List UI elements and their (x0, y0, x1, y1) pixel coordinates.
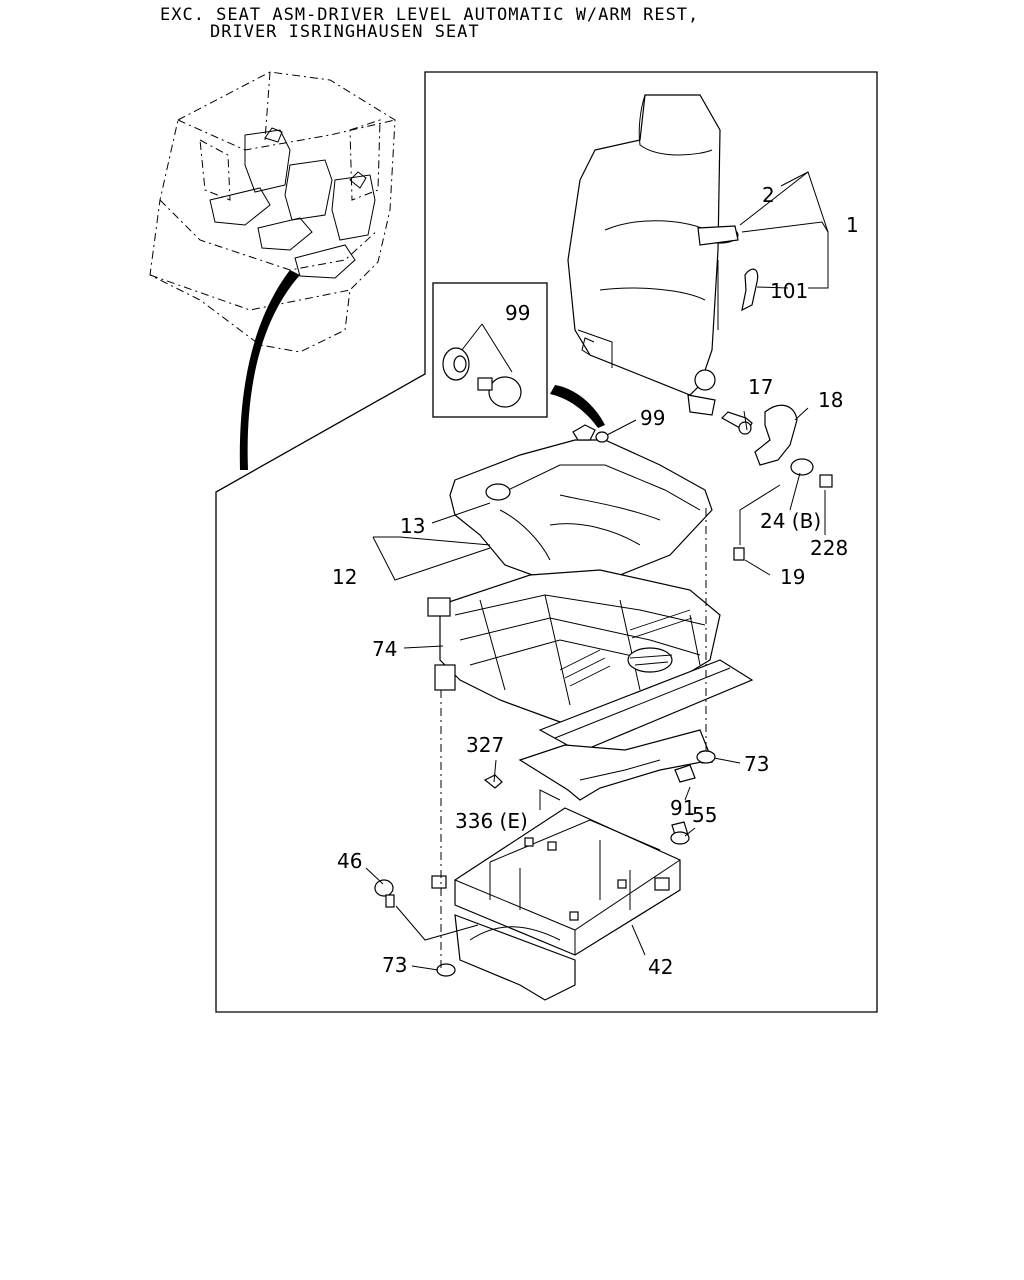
callout-101: 101 (770, 279, 808, 303)
callout-74: 74 (372, 637, 397, 661)
callout-99-inset: 99 (505, 301, 530, 325)
callout-24b: 24 (B) (760, 509, 821, 533)
diagram-frame (215, 71, 878, 1013)
callout-228: 228 (810, 536, 848, 560)
fasteners (374, 547, 745, 977)
callout-18: 18 (818, 388, 843, 412)
callout-19: 19 (780, 565, 805, 589)
callout-17: 17 (748, 375, 773, 399)
callout-42: 42 (648, 955, 673, 979)
callout-99: 99 (640, 406, 665, 430)
seat-back (567, 94, 759, 416)
seat-cushion (449, 424, 713, 586)
diagram-title-line-2: DRIVER ISRINGHAUSEN SEAT (210, 22, 480, 42)
callout-13: 13 (400, 514, 425, 538)
callout-73-left: 73 (382, 953, 407, 977)
callout-12: 12 (332, 565, 357, 589)
callout-327: 327 (466, 733, 504, 757)
cab-overview-illustration (149, 71, 396, 470)
knob-cover-parts (721, 404, 833, 488)
callout-91: 91 (670, 796, 695, 820)
callout-55: 55 (692, 803, 717, 827)
callout-73-right: 73 (744, 752, 769, 776)
leader-lines (365, 171, 829, 971)
seat-riser (431, 807, 681, 1001)
inset-detail-99 (432, 282, 605, 428)
callout-46: 46 (337, 849, 362, 873)
callout-336e: 336 (E) (455, 809, 528, 833)
callout-2: 2 (762, 183, 775, 207)
callout-1: 1 (846, 213, 859, 237)
diagram-title-line-1: EXC. SEAT ASM-DRIVER LEVEL AUTOMATIC W/A… (160, 5, 700, 25)
seat-frame-mechanism (427, 569, 754, 753)
